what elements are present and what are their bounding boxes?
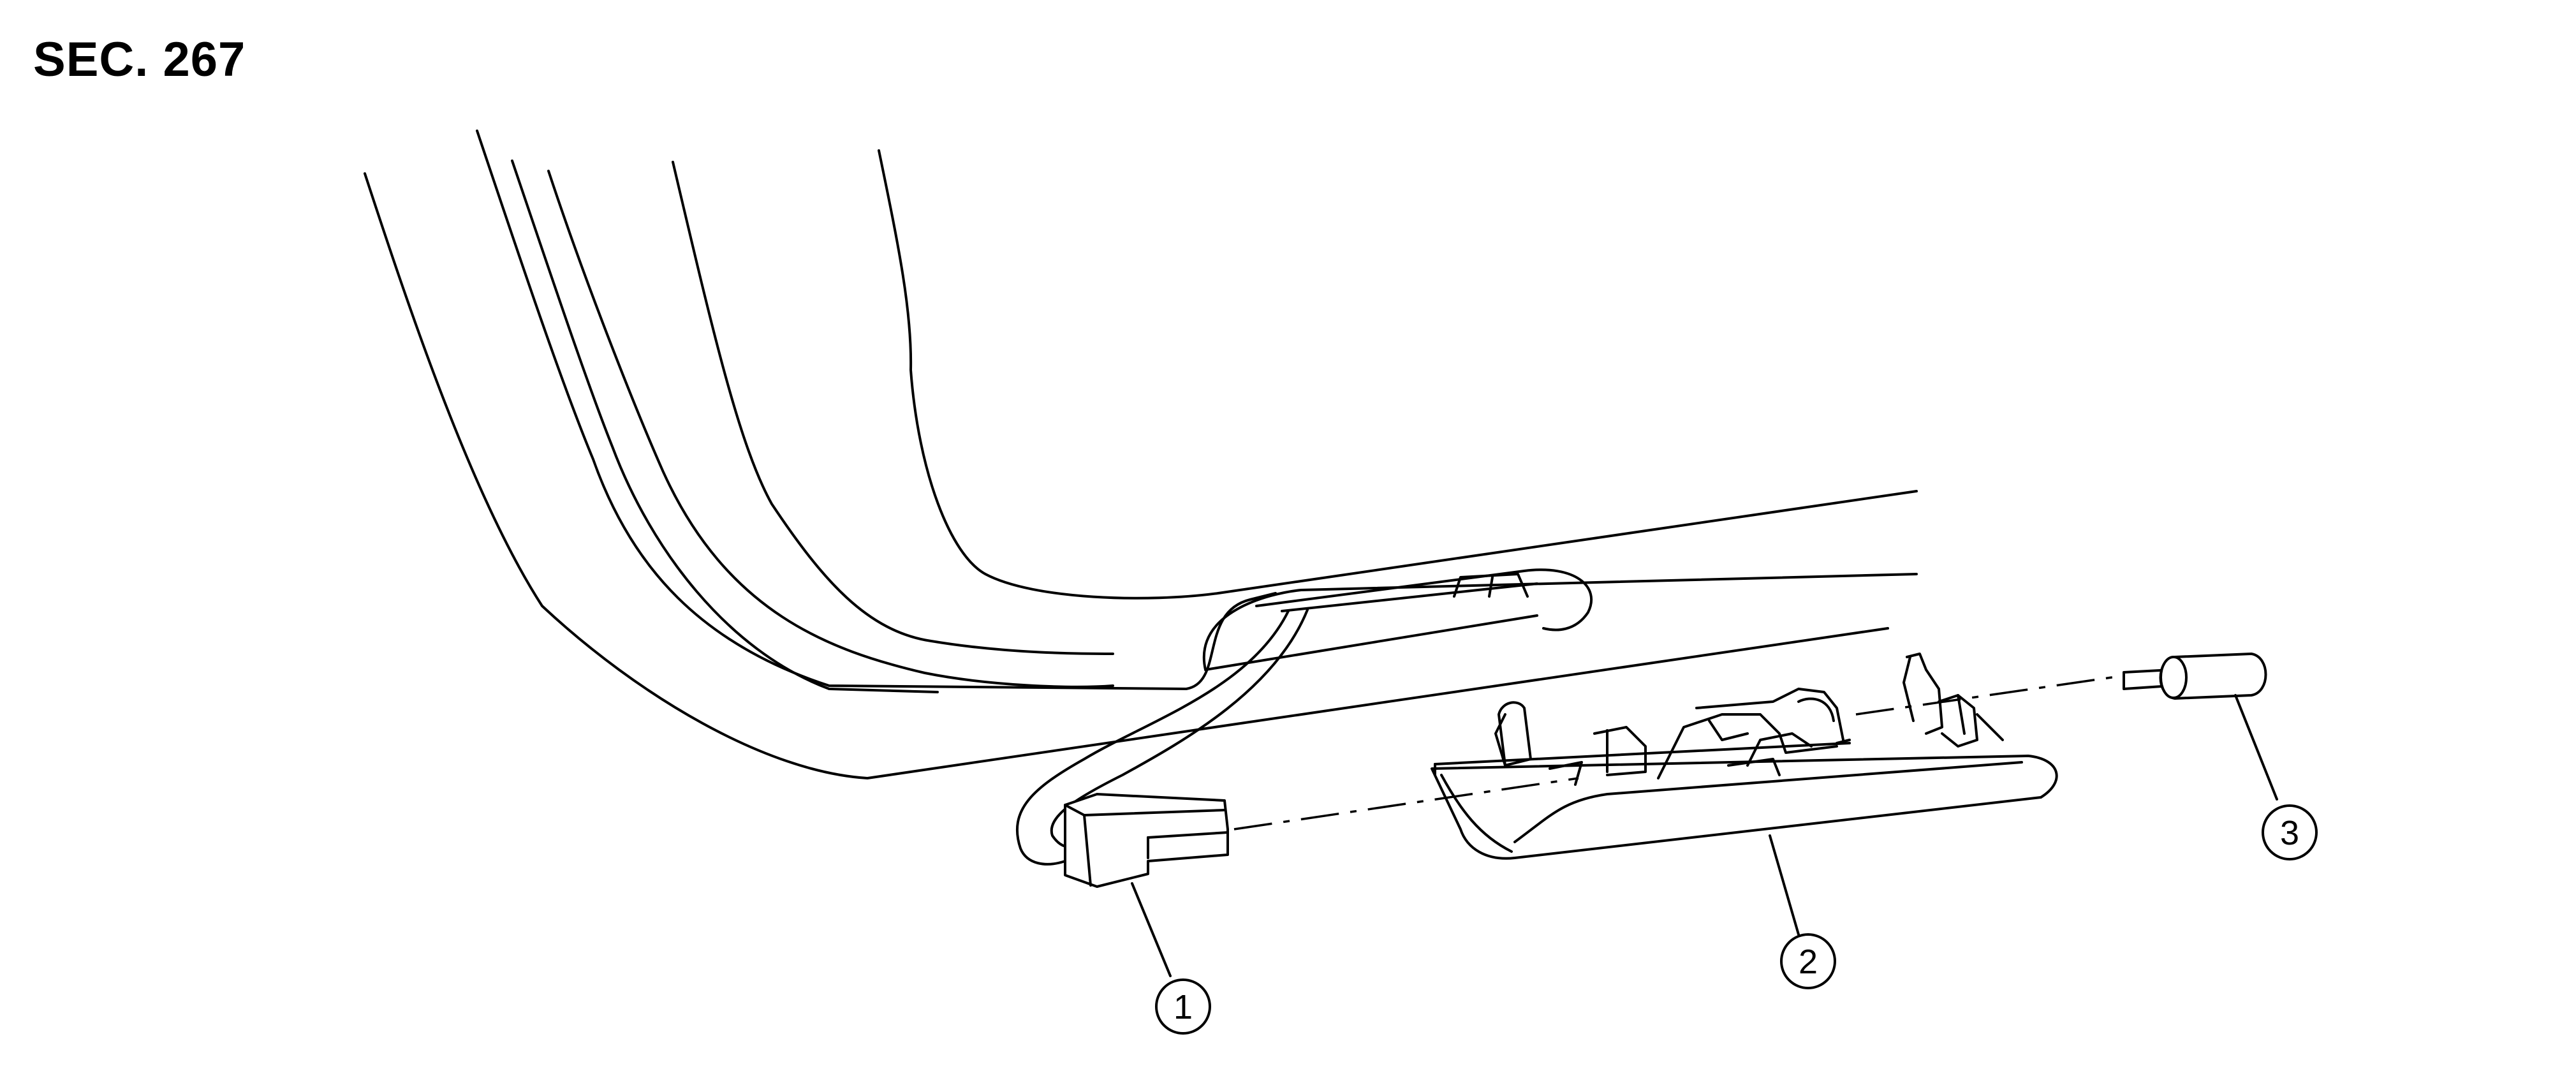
- callout-1: 1: [1155, 978, 1211, 1035]
- bulb: [2123, 653, 2267, 700]
- harness-wire: [1016, 609, 1309, 866]
- callout-3: 3: [2262, 804, 2318, 860]
- callout-2-number: 2: [1799, 943, 1818, 981]
- callout-1-number: 1: [1174, 988, 1193, 1026]
- callout-3-number: 3: [2280, 814, 2299, 852]
- lamp-recess: [1255, 568, 1593, 631]
- alignment-lines: [1233, 675, 2121, 830]
- license-plate-lamp: [1431, 653, 2058, 860]
- vehicle-body-outline: [364, 129, 1918, 779]
- callout-2: 2: [1780, 933, 1836, 989]
- section-label: SEC. 267: [33, 33, 246, 87]
- harness-connector: [1064, 793, 1229, 888]
- leader-lines: [1131, 694, 2278, 977]
